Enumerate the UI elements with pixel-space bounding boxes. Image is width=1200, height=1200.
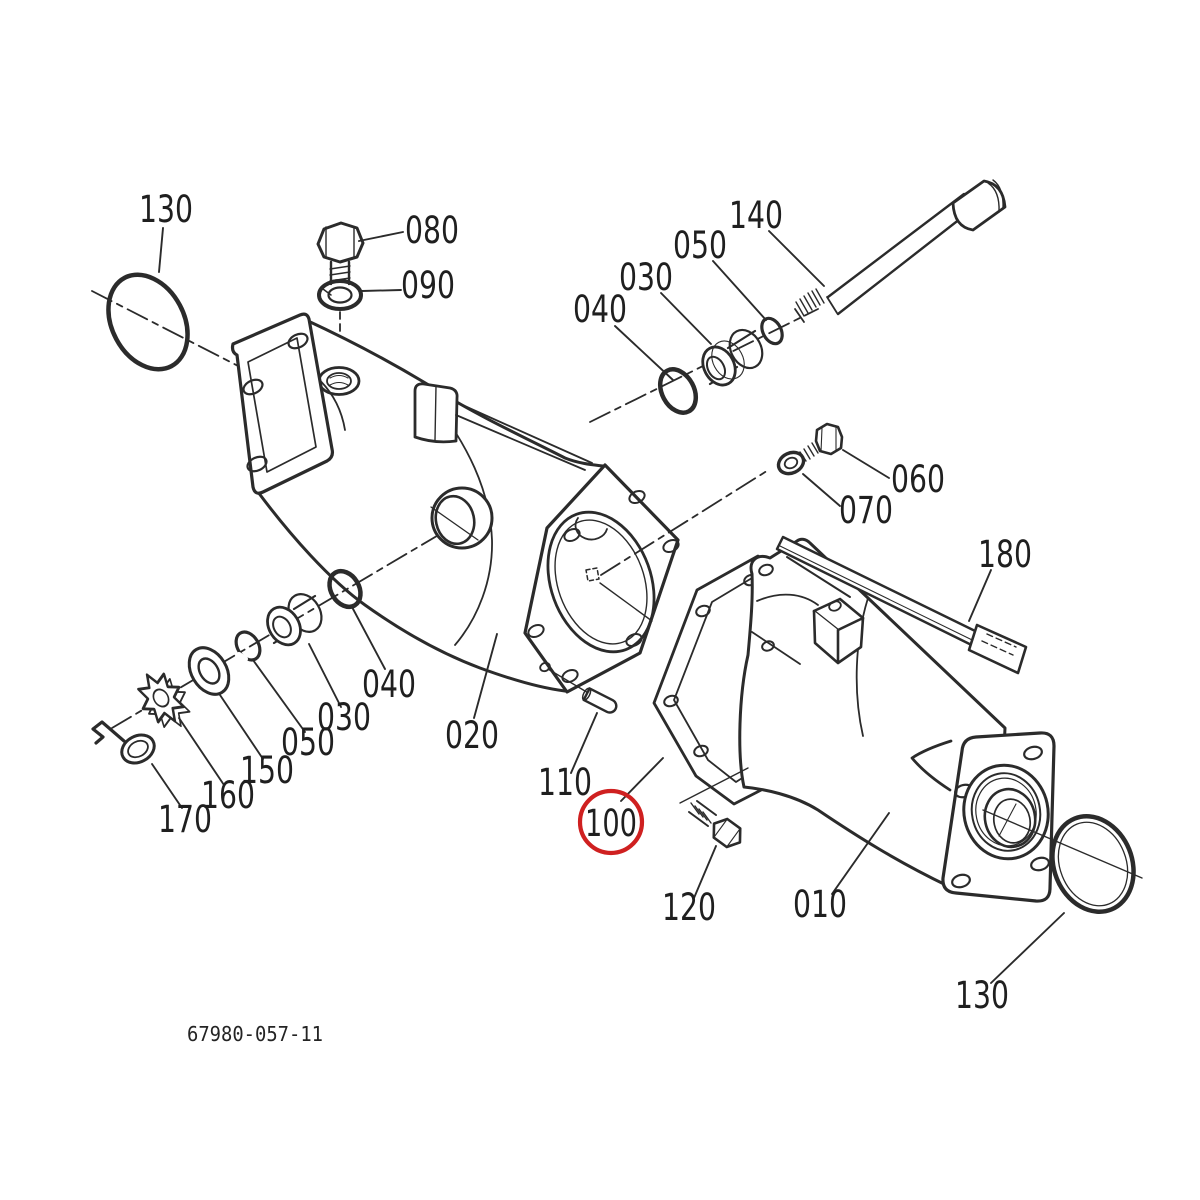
clip-170-drawing — [91, 720, 156, 765]
castle-nut-160-drawing — [137, 672, 191, 728]
plug-080-drawing — [316, 221, 365, 286]
drawing-number: 67980-057-11 — [187, 1022, 323, 1046]
plug-060-drawing — [799, 422, 844, 462]
bolt-120-drawing — [679, 767, 749, 849]
housing-020-boss-drawing — [430, 486, 494, 550]
housing-010-drawing — [738, 537, 1007, 888]
dowel-pin-110-drawing — [547, 668, 618, 714]
oring-130-bottom-right-drawing — [1050, 814, 1136, 914]
housing-010-flange-drawing — [910, 731, 1143, 903]
part-label-060: 060 — [891, 458, 945, 501]
collar-030-top-drawing — [701, 328, 764, 387]
part-label-050-top: 050 — [673, 224, 727, 267]
part-label-030-left: 030 — [317, 696, 371, 739]
part-label-040-left: 040 — [362, 663, 416, 706]
part-label-150: 150 — [240, 749, 294, 792]
part-label-140: 140 — [729, 194, 783, 237]
bushing-030-left-drawing — [266, 593, 323, 647]
part-label-110: 110 — [538, 761, 592, 804]
oring-040-top-drawing — [657, 367, 699, 415]
part-label-180: 180 — [978, 533, 1032, 576]
part-label-090: 090 — [401, 264, 455, 307]
part-label-130-top-left: 130 — [139, 188, 193, 231]
leader-lines — [151, 227, 1065, 984]
housing-010-boss-drawing — [812, 597, 865, 665]
part-label-070: 070 — [839, 489, 893, 532]
part-label-010: 010 — [793, 883, 847, 926]
snap-ring-050-left-drawing — [234, 630, 262, 662]
lever-bar-180-drawing — [775, 535, 1028, 675]
part-label-020: 020 — [445, 714, 499, 757]
left-chain-axis-line — [111, 526, 453, 729]
part-label-130-bottom-right: 130 — [955, 974, 1009, 1017]
washer-070-drawing — [776, 450, 806, 476]
shaft-140-drawing — [794, 179, 1007, 323]
diagram-line-art — [91, 179, 1143, 984]
housing-020-face-plate-drawing — [523, 463, 771, 694]
highlight-circle-100 — [577, 788, 645, 856]
part-label-050-left: 050 — [281, 721, 335, 764]
part-label-040-top: 040 — [573, 288, 627, 331]
part-label-120: 120 — [662, 886, 716, 929]
part-label-080: 080 — [405, 209, 459, 252]
part-labels: 130 080 090 040 030 050 140 060 070 180 … — [139, 188, 1032, 1017]
part-label-170: 170 — [158, 798, 212, 841]
part-label-100-highlighted: 100 — [585, 802, 637, 845]
oring-040-left-drawing — [327, 568, 363, 610]
part-label-160: 160 — [201, 774, 255, 817]
part-label-030-top: 030 — [619, 256, 673, 299]
washer-150-drawing — [187, 646, 231, 696]
housing-020-drawing — [230, 312, 605, 693]
